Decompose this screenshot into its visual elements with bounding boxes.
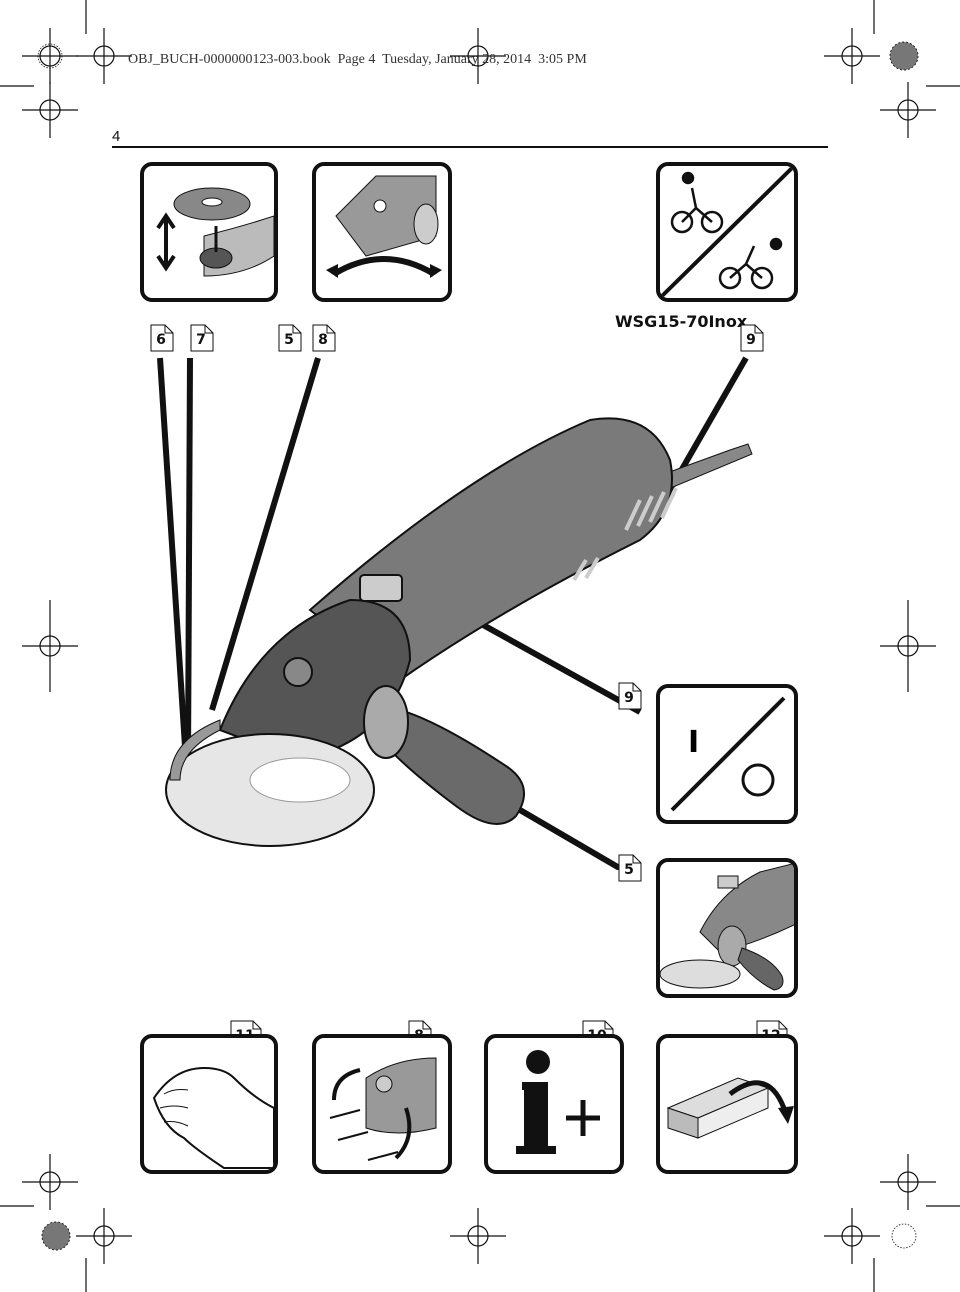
crosshair-icon — [22, 600, 78, 692]
doc-ref: 5 — [618, 854, 642, 882]
crosshair-icon — [880, 600, 936, 692]
on-off-switch-icon: I — [670, 696, 786, 812]
page-number: 4 — [112, 128, 121, 145]
panel-packaging — [656, 1034, 798, 1174]
crosshair-icon — [450, 28, 506, 84]
doc-ref: 6 — [150, 324, 174, 352]
crosshair-icon — [824, 1208, 880, 1264]
panel-two-hand-grip — [656, 858, 798, 998]
registration-starburst-icon — [41, 41, 919, 1251]
doc-ref: 5 — [278, 324, 302, 352]
header-rule — [112, 146, 828, 148]
panel-no-bicycle — [656, 162, 798, 302]
panel-disc-mounting — [140, 162, 278, 302]
crosshair-icon — [880, 1154, 936, 1210]
crosshair-icon — [450, 1208, 506, 1264]
no-bicycle-icon — [660, 166, 794, 298]
doc-ref: 9 — [618, 682, 642, 710]
registration-starburst-icon — [37, 43, 917, 1249]
model-name: WSG15-70Inox — [615, 312, 748, 331]
handle-screws-icon — [329, 1057, 437, 1161]
two-hand-grip-icon — [660, 862, 794, 991]
panel-guard-rotation — [312, 162, 452, 302]
doc-ref: 7 — [190, 324, 214, 352]
crosshair-icon — [22, 1154, 78, 1210]
guard-rotation-icon — [326, 175, 442, 278]
doc-ref: 9 — [740, 324, 764, 352]
panel-on-off-switch: I — [656, 684, 798, 824]
panel-handle-screws — [312, 1034, 452, 1174]
switch-off-symbol — [741, 763, 775, 797]
crosshair-icon — [824, 28, 880, 84]
packaging-icon — [666, 1077, 794, 1139]
crosshair-icon — [76, 28, 132, 84]
info-plus-icon — [516, 1050, 600, 1154]
crosshair-icon — [22, 28, 78, 84]
switch-on-symbol: I — [688, 725, 699, 760]
crosshair-icon — [76, 1208, 132, 1264]
angle-grinder-illustration — [157, 356, 753, 870]
panel-info — [484, 1034, 624, 1174]
disc-mounting-icon — [156, 187, 274, 277]
print-header: OBJ_BUCH-0000000123-003.book Page 4 Tues… — [128, 52, 587, 67]
doc-ref: 8 — [312, 324, 336, 352]
panel-hand-vibration — [140, 1034, 278, 1174]
hand-vibration-icon — [152, 1066, 274, 1169]
crosshair-icon — [22, 82, 78, 138]
crosshair-icon — [880, 82, 936, 138]
